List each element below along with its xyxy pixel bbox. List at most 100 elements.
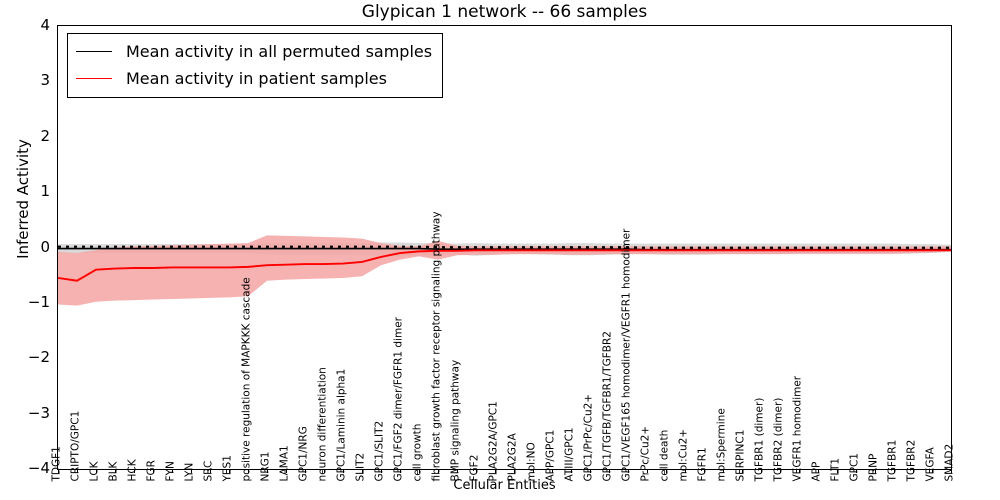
x-tick-mark	[590, 468, 592, 473]
x-tick-label: cell growth	[411, 423, 424, 482]
x-tick-label: SERPINC1	[734, 429, 747, 482]
x-tick-mark	[837, 468, 839, 473]
x-tick-label: TGFBR2 (dimer)	[772, 397, 785, 482]
plot-area: Mean activity in all permuted samples Me…	[57, 25, 952, 470]
x-tick-mark	[134, 468, 136, 473]
legend-label-patient: Mean activity in patient samples	[126, 69, 387, 88]
x-tick-mark	[210, 468, 212, 473]
legend: Mean activity in all permuted samples Me…	[67, 33, 444, 98]
x-tick-label: mol:Cu2+	[677, 428, 690, 482]
x-tick-label: TGFBR1	[886, 439, 899, 482]
x-tick-label: mol:Spermine	[715, 408, 728, 482]
x-tick-mark	[951, 468, 953, 473]
x-tick-label: neuron differentiation	[316, 367, 329, 482]
x-tick-mark	[457, 468, 459, 473]
x-tick-mark	[476, 468, 478, 473]
x-tick-mark	[742, 468, 744, 473]
x-tick-mark	[438, 468, 440, 473]
x-tick-label: mol:NO	[525, 442, 538, 482]
x-tick-label: GPC1/SLIT2	[373, 420, 386, 482]
x-tick-label: FGFR1	[696, 447, 709, 482]
x-tick-label: VEGFR1 homodimer	[791, 375, 804, 482]
y-tick-label: −1	[27, 292, 50, 311]
x-tick-label: GPC1/PrPc/Cu2+	[582, 393, 595, 482]
x-tick-mark	[894, 468, 896, 473]
x-tick-label: BMP signaling pathway	[449, 359, 462, 482]
x-tick-mark	[875, 468, 877, 473]
x-tick-mark	[419, 468, 421, 473]
x-tick-mark	[761, 468, 763, 473]
x-tick-mark	[248, 468, 250, 473]
y-tick-label: 1	[40, 182, 50, 201]
legend-swatch-patient	[76, 78, 112, 79]
plot-canvas	[58, 26, 951, 469]
legend-item-permuted: Mean activity in all permuted samples	[76, 38, 432, 65]
x-tick-label: fibroblast growth factor receptor signal…	[430, 211, 443, 482]
x-tick-label: GPC1/FGF2 dimer/FGFR1 dimer	[392, 317, 405, 482]
x-tick-mark	[647, 468, 649, 473]
x-tick-mark	[381, 468, 383, 473]
x-tick-mark	[723, 468, 725, 473]
x-tick-mark	[96, 468, 98, 473]
patient-mean-line	[58, 249, 951, 282]
x-tick-label: PrPc/Cu2+	[639, 425, 652, 482]
y-tick-label: −3	[27, 403, 50, 422]
x-tick-mark	[666, 468, 668, 473]
x-tick-mark	[799, 468, 801, 473]
x-tick-mark	[856, 468, 858, 473]
x-tick-mark	[305, 468, 307, 473]
x-tick-label: PLA2G2A/GPC1	[487, 401, 500, 482]
x-tick-label: TGFBR2	[905, 439, 918, 482]
legend-item-patient: Mean activity in patient samples	[76, 65, 432, 92]
x-tick-mark	[609, 468, 611, 473]
x-axis-title: Cellular Entities	[453, 478, 556, 493]
x-tick-label: GPC1/VEGF165 homodimer/VEGFR1 homodimer	[620, 228, 633, 482]
x-tick-mark	[818, 468, 820, 473]
x-tick-mark	[343, 468, 345, 473]
x-tick-mark	[533, 468, 535, 473]
legend-label-permuted: Mean activity in all permuted samples	[126, 42, 433, 61]
y-tick-label: 0	[40, 237, 50, 256]
x-tick-mark	[514, 468, 516, 473]
x-tick-label: LAMA1	[278, 445, 291, 482]
x-tick-label: GPC1/Laminin alpha1	[335, 368, 348, 482]
x-tick-mark	[552, 468, 554, 473]
y-tick-label: 2	[40, 126, 50, 145]
x-tick-label: positive regulation of MAPKKK cascade	[240, 277, 253, 482]
x-tick-mark	[77, 468, 79, 473]
x-tick-mark	[191, 468, 193, 473]
x-tick-label: APP/GPC1	[544, 429, 557, 482]
x-tick-mark	[704, 468, 706, 473]
x-tick-label: PLA2G2A	[506, 433, 519, 482]
patient-confidence-band	[58, 235, 951, 306]
x-tick-label: cell death	[658, 429, 671, 482]
series-svg	[58, 235, 951, 306]
x-tick-label: ATIII/GPC1	[563, 427, 576, 482]
x-tick-mark	[267, 468, 269, 473]
x-tick-label: NRG1	[259, 451, 272, 482]
x-tick-label: CRIPTO/GPC1	[69, 410, 82, 482]
y-tick-label: −4	[27, 459, 50, 477]
x-tick-label: SMAD2	[943, 443, 956, 482]
x-tick-mark	[932, 468, 934, 473]
y-tick-label: −2	[27, 348, 50, 367]
x-tick-mark	[362, 468, 364, 473]
x-tick-mark	[324, 468, 326, 473]
x-tick-mark	[153, 468, 155, 473]
permuted-mean-dotted	[58, 245, 951, 249]
legend-swatch-permuted	[76, 51, 112, 52]
x-tick-label: GPC1/NRG	[297, 426, 310, 482]
x-tick-mark	[229, 468, 231, 473]
x-tick-label: TGFBR1 (dimer)	[753, 397, 766, 482]
x-tick-mark	[780, 468, 782, 473]
x-tick-label: GPC1/TGFB/TGFBR1/TGFBR2	[601, 331, 614, 482]
x-tick-label: VEGFA	[924, 447, 937, 482]
x-tick-mark	[58, 468, 60, 473]
x-tick-mark	[172, 468, 174, 473]
y-tick-label: 4	[40, 16, 50, 34]
x-tick-mark	[286, 468, 288, 473]
x-tick-mark	[400, 468, 402, 473]
x-tick-mark	[628, 468, 630, 473]
x-tick-mark	[913, 468, 915, 473]
